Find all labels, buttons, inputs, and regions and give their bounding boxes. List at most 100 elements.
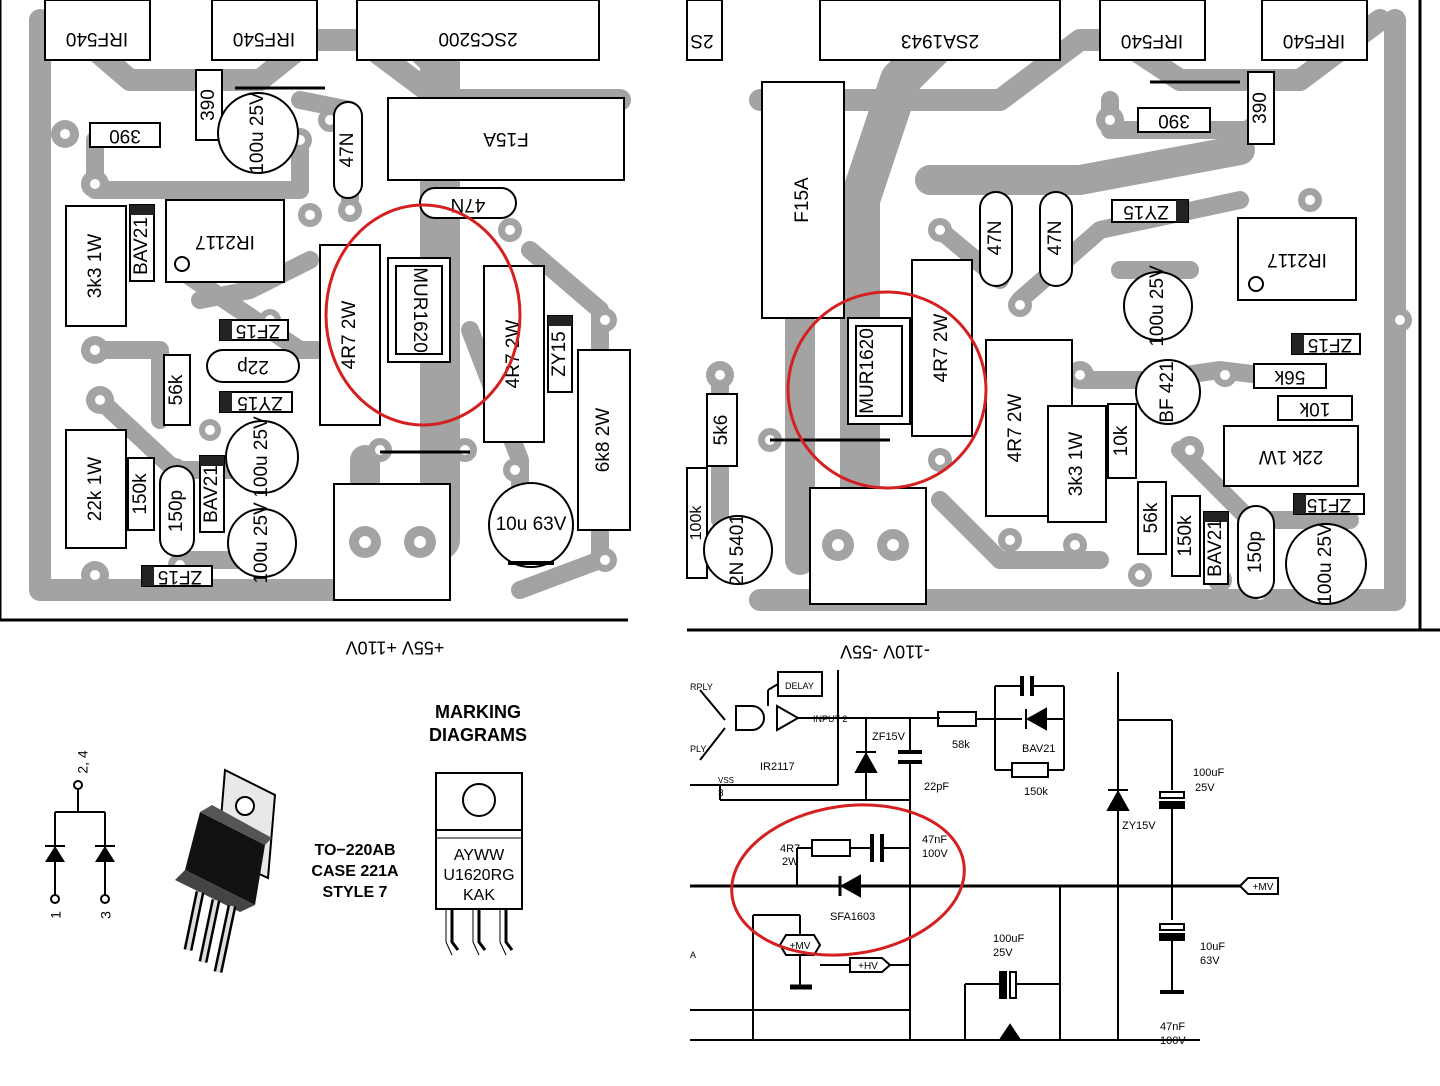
right-label-bf421: BF 421 xyxy=(1157,361,1178,422)
left-cap-22p xyxy=(206,349,300,383)
right-res-10k-h xyxy=(1277,395,1353,421)
label-bav21: BAV21 xyxy=(1022,743,1055,755)
label-pin3: 3 xyxy=(718,788,724,799)
left-label-22p: 22p xyxy=(237,356,269,377)
left-label-10u: 10u 63V xyxy=(496,514,567,535)
right-label-10k-h: 10k xyxy=(1299,398,1330,419)
label-25v-b: 25V xyxy=(993,947,1013,959)
left-label-zf15-a: ZF15 xyxy=(236,320,280,341)
left-diode-bav21-b xyxy=(199,455,225,533)
highlight-right-pcb xyxy=(786,290,988,490)
right-tab-irf540-a xyxy=(1099,0,1206,61)
label-4r7: 4R7 xyxy=(780,843,800,855)
right-res-4r7-a xyxy=(911,259,973,437)
package-section: 2, 4 1 3 TO−220AB CASE 221A STYLE 7 MARK… xyxy=(45,702,527,973)
right-label-mur1620: MUR1620 xyxy=(857,328,878,414)
right-rail-label: -110V -55V xyxy=(840,641,930,661)
label-sfa1603: SFA1603 xyxy=(830,911,875,923)
label-input2: INPUT 2 xyxy=(813,714,847,724)
left-diode-mur1620 xyxy=(387,257,451,363)
right-label-150k: 150k xyxy=(1175,515,1196,557)
schematic-labels: RPLY PLY DELAY INPUT 2 IR2117 VSS 3 ZF15… xyxy=(690,681,1274,1047)
left-res-390-h xyxy=(89,122,161,148)
marking-title-1: MARKING xyxy=(435,702,521,722)
case-line-2: CASE 221A xyxy=(311,863,399,880)
right-label-irf540-a: IRF540 xyxy=(1121,30,1183,51)
highlight-schematic xyxy=(730,803,966,957)
right-label-10k-v: 10k xyxy=(1111,425,1132,456)
left-label-mur1620: MUR1620 xyxy=(409,267,430,353)
right-res-22k xyxy=(1223,425,1359,487)
left-cap-150p xyxy=(159,465,195,557)
right-transistor-bf421 xyxy=(1135,359,1201,425)
right-label-150p: 150p xyxy=(1245,531,1266,573)
marking-line-1: AYWW xyxy=(454,847,505,864)
left-tab-2sc5200 xyxy=(356,0,600,61)
label-150k: 150k xyxy=(1024,786,1048,798)
left-fuse-f15a xyxy=(387,97,625,181)
right-fuse-f15a xyxy=(761,81,845,319)
left-diode-bav21-top xyxy=(129,204,155,282)
schematic-section xyxy=(690,670,1279,1041)
left-label-47n-h: 47N xyxy=(451,194,486,215)
left-label-zf15-b: ZF15 xyxy=(158,566,202,587)
marking-title-2: DIAGRAMS xyxy=(429,725,527,745)
right-label-22k: 22k 1W xyxy=(1259,446,1323,467)
right-label-2n5401: 2N 5401 xyxy=(727,514,748,586)
label-mv-left: +MV xyxy=(790,941,811,952)
right-label-100k: 100k xyxy=(688,505,705,541)
label-2w: 2W xyxy=(782,856,799,868)
marking-diagram xyxy=(435,772,523,956)
right-label-390-v: 390 xyxy=(1250,92,1271,124)
left-label-56k: 56k xyxy=(166,374,187,405)
label-hv: +HV xyxy=(858,961,878,972)
left-res-6k8 xyxy=(577,349,631,531)
right-label-2s: 2S xyxy=(690,30,713,51)
right-label-irf540-b: IRF540 xyxy=(1283,30,1345,51)
highlight-left-pcb xyxy=(324,203,522,427)
right-label-4r7-a: 4R7 2W xyxy=(931,314,952,383)
left-label-ir2117: IR2117 xyxy=(195,231,255,252)
left-pcb: IRF540 IRF540 2SC5200 F15A 390 390 100u … xyxy=(0,0,631,657)
right-label-5k6: 5k6 xyxy=(711,415,732,446)
label-47nf: 47nF xyxy=(922,834,947,846)
label-mv-right: +MV xyxy=(1253,882,1274,893)
label-100v: 100V xyxy=(922,848,948,860)
left-label-irf540-a: IRF540 xyxy=(66,28,128,49)
left-label-390-h: 390 xyxy=(109,125,141,146)
left-label-100u-bot: 100u 25V xyxy=(251,502,272,584)
right-pcb: 2S 2SA1943 IRF540 IRF540 390 390 F15A 47… xyxy=(686,0,1440,661)
right-cap-47n-b xyxy=(1039,191,1073,287)
left-label-f15a: F15A xyxy=(483,128,529,149)
right-tab-irf540-b xyxy=(1261,0,1368,61)
right-label-56k-h: 56k xyxy=(1274,366,1305,387)
right-label-2sa1943: 2SA1943 xyxy=(901,30,979,51)
left-label-zy15-a: ZY15 xyxy=(237,392,282,413)
label-zy15v: ZY15V xyxy=(1122,820,1156,832)
left-label-150p: 150p xyxy=(166,490,187,532)
right-label-390-h: 390 xyxy=(1158,110,1190,131)
left-label-6k8: 6k8 2W xyxy=(593,408,614,472)
right-label-3k3: 3k3 1W xyxy=(1066,432,1087,496)
left-label-irf540-b: IRF540 xyxy=(233,28,295,49)
left-label-22k: 22k 1W xyxy=(85,457,106,521)
label-100v-b: 100V xyxy=(1160,1035,1186,1047)
right-tab-2sa1943 xyxy=(819,0,1061,61)
label-delay: DELAY xyxy=(785,681,814,691)
marking-line-3: KAK xyxy=(463,887,495,904)
right-label-zf15-a: ZF15 xyxy=(1308,334,1352,355)
label-47nf-b: 47nF xyxy=(1160,1021,1185,1033)
right-res-390-h xyxy=(1137,107,1211,133)
dual-diode-symbol xyxy=(45,780,115,904)
label-10uf: 10uF xyxy=(1200,941,1225,953)
left-rail-label: +55V +110V xyxy=(346,637,445,657)
pin-label-right: 3 xyxy=(98,911,114,919)
left-res-3k3 xyxy=(65,205,127,327)
label-rply: RPLY xyxy=(690,682,713,692)
right-label-f15a: F15A xyxy=(792,177,813,223)
right-transistor-2n5401 xyxy=(703,515,773,585)
pin-label-top: 2, 4 xyxy=(75,750,91,774)
right-cap-100u-b xyxy=(1285,523,1367,605)
left-label-3k3: 3k3 1W xyxy=(85,234,106,298)
